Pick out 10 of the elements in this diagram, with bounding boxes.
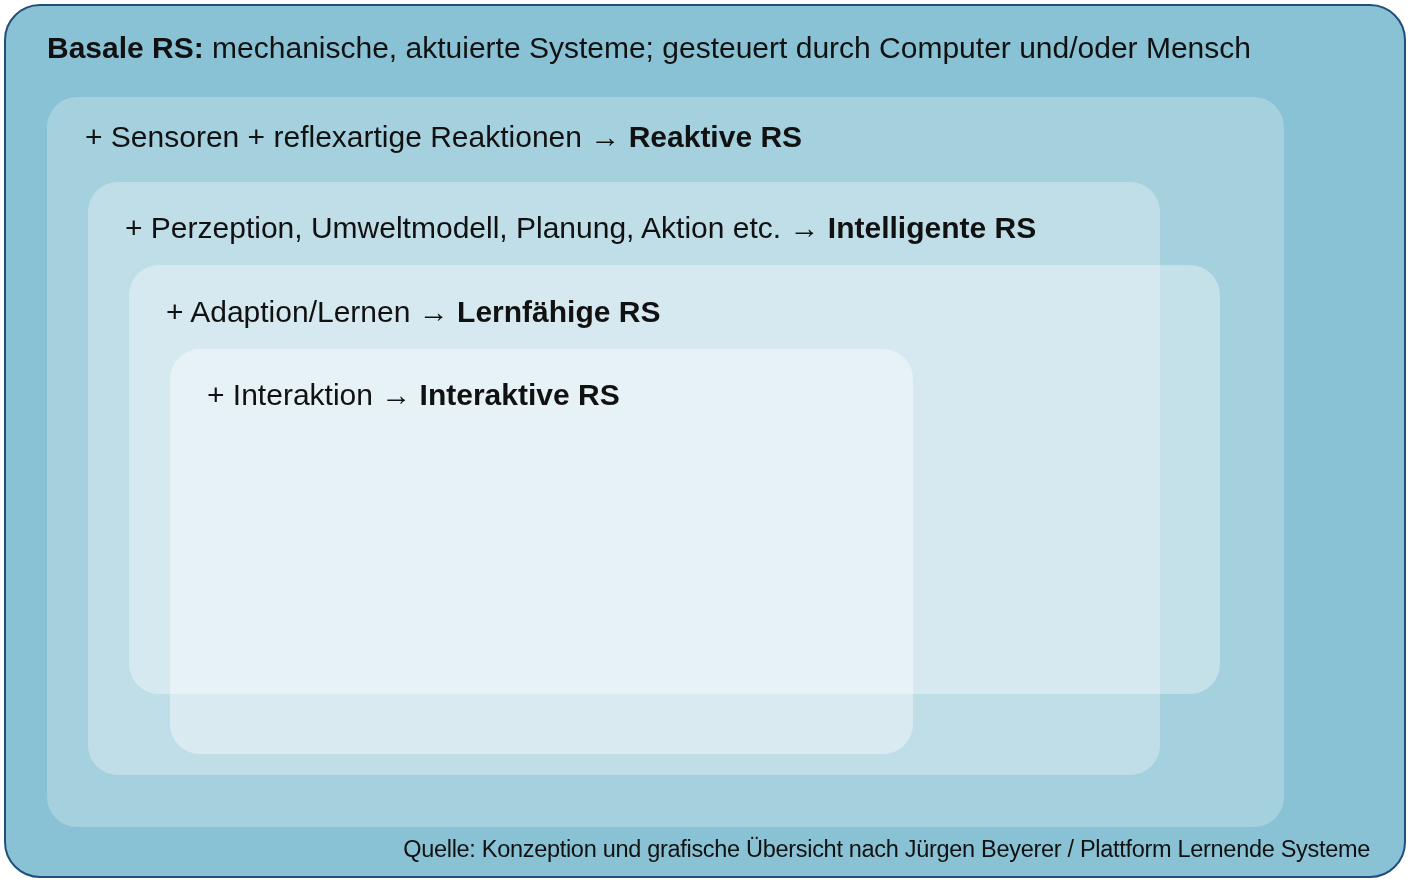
panel-heading: + Adaption/Lernen → Lernfähige RS [166,295,661,329]
panel-heading: + Interaktion → Interaktive RS [207,378,620,412]
panel-heading: + Sensoren + reflexartige Reaktionen → Reaktive RS [85,120,803,154]
panel-heading: Basale RS: mechanische, aktuierte Systeme; gesteuert durch Computer und/oder Mensch [47,31,1251,65]
nested-panel [129,265,1220,694]
nested-panel [88,182,1160,775]
outer-panel [4,4,1406,878]
panel-heading: + Perzeption, Umweltmodell, Planung, Aktion etc. → Intelligente RS [125,211,1037,245]
source-caption: Quelle: Konzeption und grafische Übersicht nach Jürgen Beyerer / Plattform Lernende Systeme [403,835,1370,863]
nested-panel [47,97,1284,827]
